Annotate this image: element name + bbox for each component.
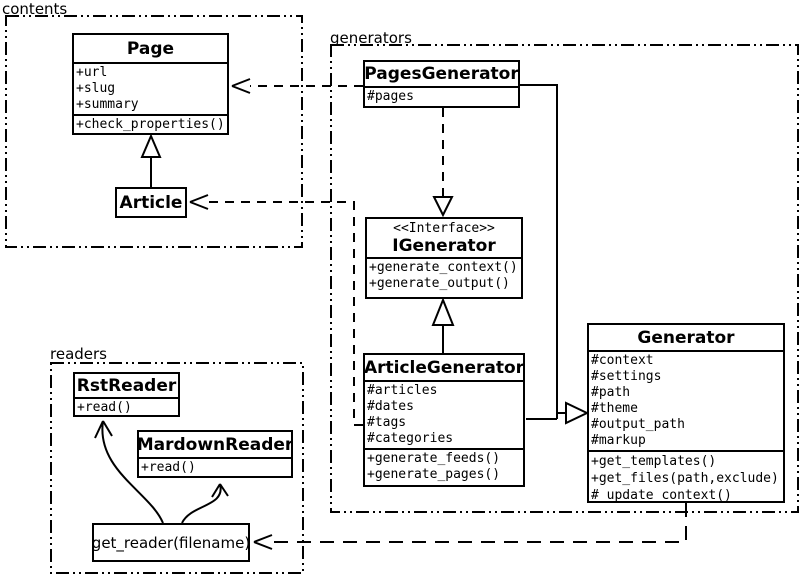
method-line: +read() [141, 460, 196, 475]
attribute-line: #pages [367, 89, 414, 104]
class-methods-articlegenerator: +generate_feeds()+generate_pages() [365, 448, 523, 485]
package-generators-label: generators [330, 29, 412, 47]
method-line: +generate_feeds() [367, 451, 501, 466]
attribute-line: #path [591, 385, 631, 400]
realization-pagesgenerator-igenerator-triangle [432, 196, 454, 218]
class-title-pagesgenerator: PagesGenerator [364, 64, 519, 84]
class-box-generator: Generator #context#settings#path#theme#o… [587, 323, 785, 503]
attribute-line: #settings [591, 369, 662, 384]
method-line: +check_properties() [76, 117, 225, 132]
attribute-line: #context [591, 353, 654, 368]
class-box-pagesgenerator: PagesGenerator #pages [363, 60, 520, 108]
method-line: +get_templates() [591, 454, 717, 469]
attribute-line: #categories [367, 431, 454, 446]
function-box-get-reader: get_reader(filename) [92, 523, 250, 562]
class-title-page: Page [126, 38, 175, 59]
arrow-getreader-rstreader-arrowhead [94, 420, 113, 439]
class-attributes-generator: #context#settings#path#theme#output_path… [589, 350, 783, 450]
dependency-generator-getreader-arrowhead [253, 534, 273, 550]
dependency-pagesgenerator-page-arrowhead [231, 78, 251, 94]
generalization-articlegenerator-igenerator-triangle [431, 297, 455, 326]
generalization-article-page-triangle [140, 133, 162, 158]
method-line: +get_files(path,exclude) [591, 471, 779, 486]
dependency-generator-getreader-line [272, 503, 687, 543]
class-attributes-page: +url+slug+summary [74, 62, 227, 114]
attribute-line: +url [76, 65, 108, 80]
attribute-line: #articles [367, 383, 438, 398]
class-box-page: Page +url+slug+summary +check_properties… [72, 33, 229, 135]
package-readers-label: readers [50, 345, 107, 363]
generalization-generator-triangle [565, 401, 590, 425]
class-stereotype-igenerator: <<Interface>> [393, 221, 495, 236]
class-methods-rstreader: +read() [75, 397, 178, 415]
generalization-articlegenerator-generator-line [526, 412, 566, 420]
class-box-articlegenerator: ArticleGenerator #articles#dates#tags#ca… [363, 353, 525, 487]
class-name-igenerator: IGenerator [392, 236, 496, 256]
class-box-igenerator: <<Interface>> IGenerator +generate_conte… [365, 217, 523, 299]
arrow-getreader-mardownreader-curve [181, 483, 222, 524]
class-title-articlegenerator: ArticleGenerator [363, 357, 525, 378]
class-box-rstreader: RstReader +read() [73, 372, 180, 417]
dependency-articlegenerator-article-line [208, 201, 363, 426]
class-methods-page: +check_properties() [74, 114, 227, 133]
class-title-mardownreader: MardownReader [137, 434, 293, 455]
attribute-line: +slug [76, 81, 116, 96]
class-attributes-articlegenerator: #articles#dates#tags#categories [365, 380, 523, 448]
attribute-line: #theme [591, 401, 638, 416]
attribute-line: +summary [76, 97, 139, 112]
class-title-generator: Generator [637, 327, 735, 348]
attribute-line: #output_path [591, 417, 685, 432]
class-title-rstreader: RstReader [76, 375, 177, 396]
method-line: +generate_pages() [367, 467, 501, 482]
arrow-getreader-rstreader-curve [101, 420, 164, 524]
attribute-line: #markup [591, 433, 646, 448]
class-methods-igenerator: +generate_context()+generate_output() [367, 257, 521, 297]
class-box-article: Article [115, 187, 187, 218]
method-line: +generate_output() [369, 276, 510, 291]
attribute-line: #dates [367, 399, 414, 414]
class-attributes-pagesgenerator: #pages [365, 86, 518, 106]
package-contents-border [5, 15, 303, 248]
class-box-mardownreader: MardownReader +read() [137, 430, 293, 478]
method-line: +generate_context() [369, 260, 518, 275]
method-line: #_update_context() [591, 488, 732, 503]
arrow-getreader-mardownreader-arrowhead [211, 483, 229, 498]
package-generators-border [330, 44, 799, 513]
attribute-line: #tags [367, 415, 407, 430]
dependency-articlegenerator-article-arrowhead [189, 194, 209, 210]
package-contents-label: contents [2, 0, 68, 18]
class-methods-mardownreader: +read() [139, 457, 291, 476]
package-readers-border [50, 362, 304, 574]
class-title-article: Article [119, 192, 183, 213]
generalization-pagesgenerator-generator-line [520, 84, 558, 419]
method-line: +read() [77, 400, 132, 415]
class-title-igenerator: <<Interface>> IGenerator [367, 219, 521, 257]
class-methods-generator: +get_templates() +get_files(path,exclude)… [589, 450, 783, 503]
